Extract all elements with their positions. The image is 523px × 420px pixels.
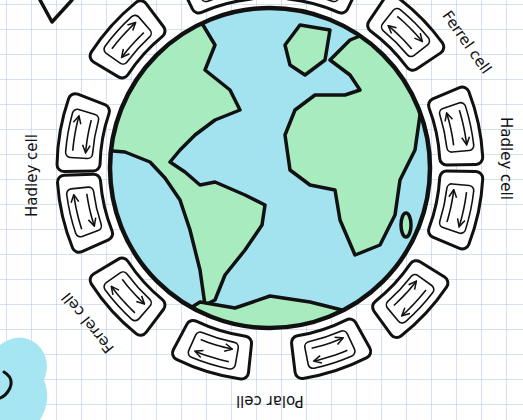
flow-arrow [397,16,421,40]
color-blob [0,338,47,420]
americas [100,20,265,305]
cell-loop [195,0,245,2]
pen-stroke [40,0,72,22]
circulation-cell [429,87,483,165]
flow-arrow [447,191,454,223]
madagascar [401,213,411,237]
circulation-cell [429,171,483,249]
circulation-cell [292,319,371,378]
cell-outline [292,319,371,378]
circulation-cell [57,94,109,172]
greenland [285,25,330,75]
flow-arrow [122,33,144,57]
cell-loop [188,332,238,369]
flow-arrow [87,194,94,225]
cell-ring [57,0,483,379]
cell-outline [173,320,252,379]
flow-arrow [394,282,416,306]
globe-outline [110,8,430,328]
flow-arrow [196,352,229,362]
cell-loop [66,109,99,158]
flow-arrow [86,120,92,152]
antarctica [140,296,410,345]
flow-arrow [389,26,412,49]
cell-loop [386,275,433,323]
cell-label: Hadley cell [497,117,512,200]
flow-arrow [459,192,466,226]
cell-loop [295,0,345,2]
flow-arrow [312,338,343,348]
flow-arrow [447,114,454,146]
flow-arrow [402,290,426,315]
flow-arrow [459,110,466,144]
cell-outline [57,174,112,252]
circulation-cell [173,320,252,379]
cell-loop [67,187,102,237]
cell-loop [440,103,474,152]
cell-loop [382,9,430,57]
flow-arrow [122,279,144,303]
cell-outline [429,171,483,249]
cell-loop [104,272,151,321]
flow-arrow [74,196,82,230]
africa-eurasia [285,20,440,255]
flow-arrow [315,350,348,361]
cell-outline [429,87,483,165]
cell-loop [104,15,151,64]
circulation-cell [57,174,112,252]
pen-stroke [0,372,11,398]
cell-label: Polar cell [236,393,304,408]
flow-arrow [112,23,135,49]
flow-arrow [73,117,79,151]
cell-loop [440,184,474,233]
cell-loop [305,331,355,368]
continents [100,20,440,345]
cell-outline [57,94,109,172]
cell-label: Hadley cell [25,134,40,217]
flow-arrow [112,287,135,313]
flow-arrow [201,340,232,349]
